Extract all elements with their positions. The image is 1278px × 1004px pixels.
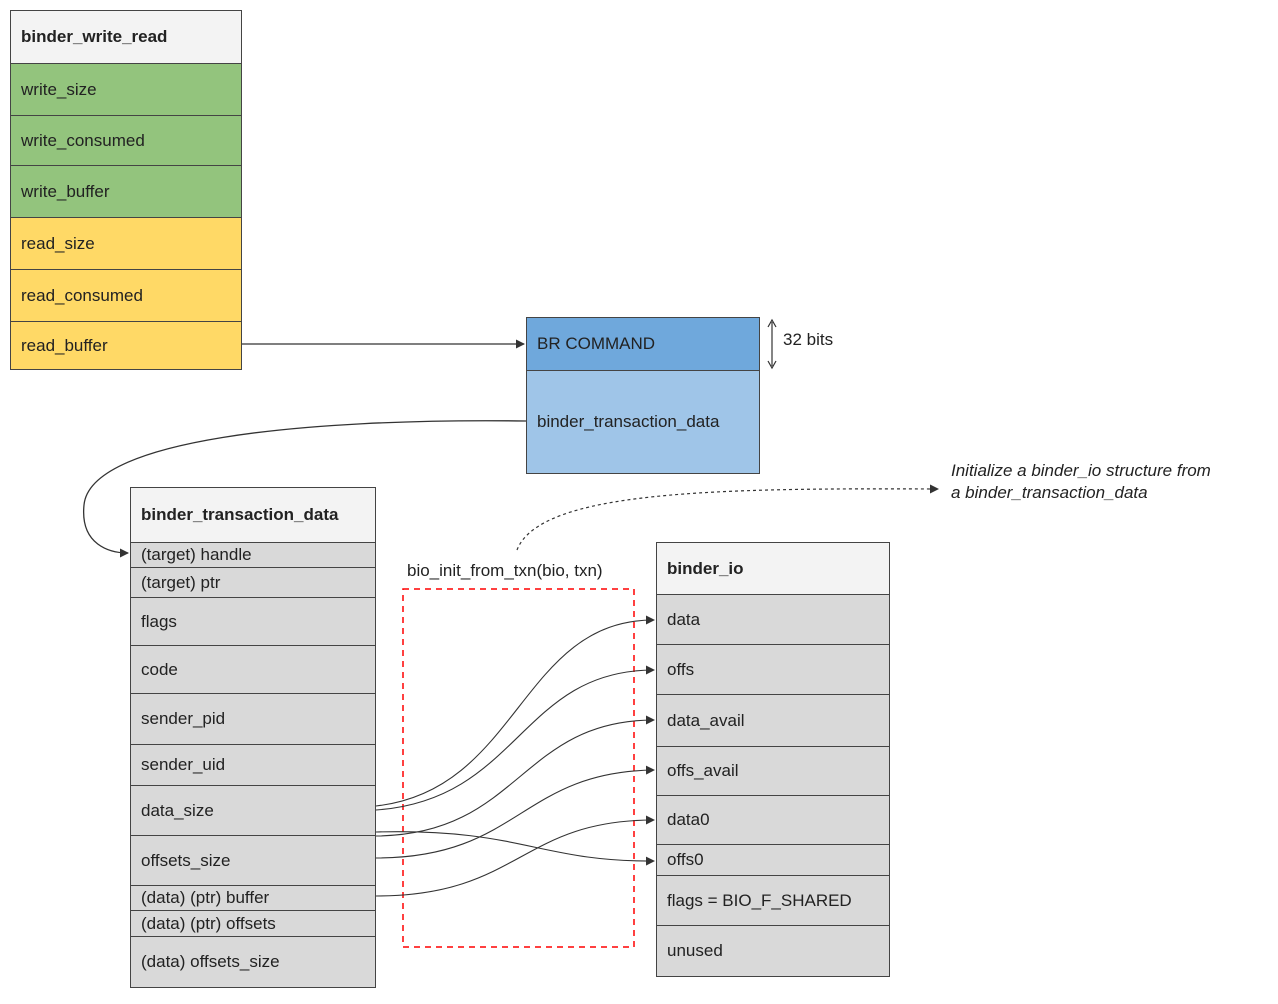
field-io-flags: flags = BIO_F_SHARED bbox=[657, 876, 889, 926]
field-io-unused: unused bbox=[657, 926, 889, 976]
br-command-field: BR COMMAND bbox=[527, 318, 759, 371]
map-data-size-to-data-avail bbox=[375, 715, 655, 837]
map-data-size-to-offs bbox=[375, 665, 655, 811]
binder-write-read-title: binder_write_read bbox=[11, 11, 241, 64]
map-offsets-size-to-offs-avail bbox=[375, 765, 655, 859]
map-data-size-to-offs0 bbox=[375, 831, 655, 866]
arrow-payload-to-target-handle bbox=[83, 420, 527, 558]
field-io-data-avail: data_avail bbox=[657, 695, 889, 747]
field-code: code bbox=[131, 646, 375, 694]
function-label: bio_init_from_txn(bio, txn) bbox=[407, 561, 603, 580]
field-target-ptr: (target) ptr bbox=[131, 568, 375, 598]
br-command-block: BR COMMAND binder_transaction_data bbox=[526, 317, 760, 474]
field-io-data: data bbox=[657, 595, 889, 645]
field-read-size: read_size bbox=[11, 218, 241, 270]
size-label-32-bits: 32 bits bbox=[783, 330, 834, 349]
field-data-ptr-offsets: (data) (ptr) offsets bbox=[131, 911, 375, 937]
field-io-offs-avail: offs_avail bbox=[657, 747, 889, 796]
field-data-offsets-size: (data) offsets_size bbox=[131, 937, 375, 987]
field-write-buffer: write_buffer bbox=[11, 166, 241, 218]
annotation-dotted-arrow bbox=[516, 484, 939, 551]
field-read-consumed: read_consumed bbox=[11, 270, 241, 322]
binder-io-struct: binder_io data offs data_avail offs_avai… bbox=[656, 542, 890, 977]
field-io-offs0: offs0 bbox=[657, 845, 889, 876]
field-data-ptr-buffer: (data) (ptr) buffer bbox=[131, 886, 375, 911]
transaction-data-title: binder_transaction_data bbox=[131, 488, 375, 543]
field-write-size: write_size bbox=[11, 64, 241, 116]
field-write-consumed: write_consumed bbox=[11, 116, 241, 166]
field-sender-uid: sender_uid bbox=[131, 745, 375, 786]
binder-io-title: binder_io bbox=[657, 543, 889, 595]
field-target-handle: (target) handle bbox=[131, 543, 375, 568]
bracket-32-bits-bottom-head bbox=[767, 360, 777, 370]
map-data-size-to-data bbox=[375, 615, 655, 807]
field-sender-pid: sender_pid bbox=[131, 694, 375, 745]
field-flags: flags bbox=[131, 598, 375, 646]
field-offsets-size: offsets_size bbox=[131, 836, 375, 886]
field-io-data0: data0 bbox=[657, 796, 889, 845]
binder-write-read-struct: binder_write_read write_size write_consu… bbox=[10, 10, 242, 370]
annotation-line-2: a binder_transaction_data bbox=[951, 483, 1148, 502]
field-io-offs: offs bbox=[657, 645, 889, 695]
field-data-size: data_size bbox=[131, 786, 375, 836]
br-payload-field: binder_transaction_data bbox=[527, 371, 759, 473]
field-read-buffer: read_buffer bbox=[11, 322, 241, 369]
annotation-line-1: Initialize a binder_io structure from bbox=[951, 461, 1211, 480]
bracket-32-bits-top-head bbox=[767, 318, 777, 328]
map-buffer-to-data0 bbox=[375, 815, 655, 897]
function-dashed-box bbox=[402, 588, 635, 948]
binder-transaction-data-struct: binder_transaction_data (target) handle … bbox=[130, 487, 376, 988]
